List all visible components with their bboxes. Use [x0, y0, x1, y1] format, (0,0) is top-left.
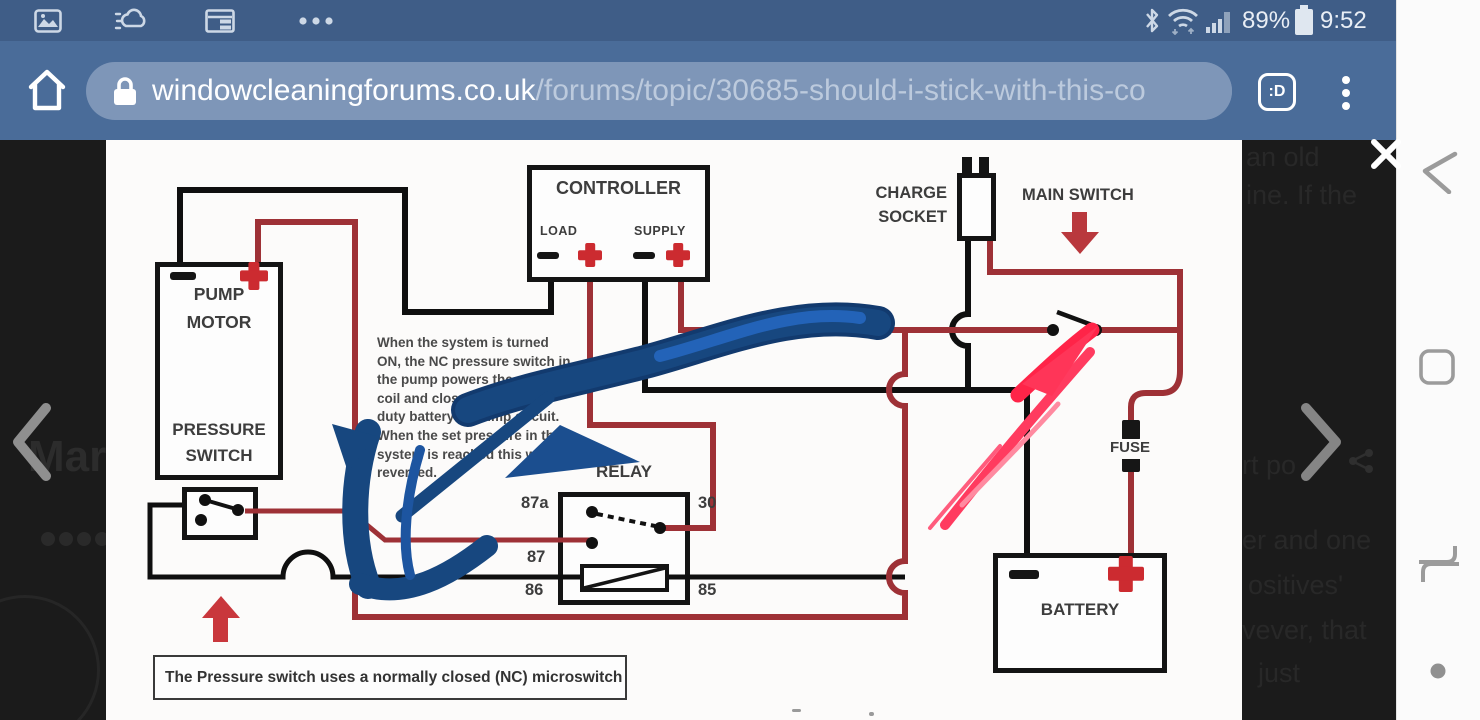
more-notifications-icon — [299, 17, 333, 25]
pressure-switch-label-1: PRESSURE — [172, 420, 266, 439]
home-icon[interactable] — [27, 68, 67, 112]
screenshot-icon — [34, 9, 62, 33]
url-fade — [1152, 62, 1232, 120]
pump-negative-terminal — [170, 272, 196, 280]
charge-socket-prong — [979, 157, 989, 175]
page-text-fragment: er and one — [1242, 525, 1372, 555]
page-text-fragment: an old — [1246, 142, 1320, 172]
load-positive-terminal — [578, 243, 602, 267]
page-text-fragment: just — [1258, 658, 1301, 688]
pressure-switch-box — [182, 487, 258, 540]
signal-icon — [1206, 12, 1230, 33]
diagram-note: When the system is turned ON, the NC pre… — [377, 335, 571, 481]
charge-socket-symbol — [957, 173, 996, 241]
pump-positive-terminal — [240, 262, 268, 290]
lock-icon — [114, 77, 136, 105]
url-path: /forums/topic/30685-should-i-stick-with-… — [535, 74, 1146, 107]
relay-pin-30: 30 — [698, 494, 717, 512]
page-text-fragment: ine. If the — [1246, 180, 1358, 210]
main-switch-arrow-head — [1061, 232, 1099, 254]
page-dots-decoration — [41, 532, 109, 546]
battery-percent: 89% — [1242, 7, 1291, 34]
relay-title: RELAY — [595, 462, 653, 481]
relay-pin-85: 85 — [698, 581, 717, 599]
controller-supply-label: SUPPLY — [634, 224, 686, 238]
page-text-fragment: vever, that — [1242, 615, 1367, 645]
weather-icon — [114, 8, 146, 30]
caption-box: The Pressure switch uses a normally clos… — [153, 655, 627, 700]
battery-icon — [1295, 5, 1313, 35]
url-text[interactable]: windowcleaningforums.co.uk/forums/topic/… — [152, 62, 1232, 120]
tab-count-icon[interactable]: :D — [1258, 73, 1296, 111]
nav-hide-dot-icon[interactable] — [1429, 662, 1447, 680]
share-icon — [1349, 449, 1373, 473]
supply-positive-terminal — [666, 243, 690, 267]
recents-icon[interactable] — [1417, 544, 1461, 584]
calendar-icon — [205, 9, 235, 33]
previous-chevron-icon[interactable] — [8, 402, 52, 482]
status-bar: 89% 9:52 am — [0, 0, 1396, 62]
battery-negative-terminal — [1009, 570, 1039, 579]
main-switch-label: MAIN SWITCH — [1022, 186, 1134, 204]
lightbox-overlay-left[interactable]: Mar — [0, 140, 109, 720]
image-artifact-dot — [792, 709, 801, 712]
charge-socket-label-2: SOCKET — [878, 208, 947, 226]
main-switch-arrow-icon — [1072, 212, 1087, 234]
page-text-fragment: ositives' — [1248, 570, 1344, 600]
pressure-switch-arrow-head — [202, 596, 240, 618]
caption-text: The Pressure switch uses a normally clos… — [165, 668, 623, 686]
avatar — [0, 595, 100, 720]
battery-positive-terminal — [1108, 556, 1144, 592]
controller-title: CONTROLLER — [556, 178, 681, 198]
pressure-switch-arrow-icon — [213, 614, 228, 642]
url-bar[interactable]: windowcleaningforums.co.uk/forums/topic/… — [86, 62, 1232, 120]
supply-negative-terminal — [633, 252, 655, 259]
relay-pin-87: 87 — [527, 548, 546, 566]
overflow-menu-icon[interactable] — [1341, 76, 1351, 110]
relay-pin-87a: 87a — [521, 494, 549, 512]
controller-load-label: LOAD — [540, 224, 578, 238]
bluetooth-icon — [1146, 8, 1159, 33]
home-nav-icon[interactable] — [1419, 349, 1455, 385]
back-icon[interactable] — [1413, 146, 1461, 194]
url-domain: windowcleaningforums.co.uk — [152, 74, 536, 107]
pressure-switch-label-2: SWITCH — [185, 446, 253, 465]
battery-label: BATTERY — [1040, 600, 1120, 619]
android-nav-bar — [1396, 0, 1480, 720]
page-text-fragment: rt po — [1242, 450, 1297, 480]
relay-box — [558, 492, 690, 605]
load-negative-terminal — [537, 252, 559, 259]
next-chevron-icon[interactable] — [1298, 402, 1346, 482]
relay-pin-86: 86 — [525, 581, 544, 599]
browser-address-bar: windowcleaningforums.co.uk/forums/topic/… — [0, 41, 1396, 140]
wifi-icon — [1168, 8, 1198, 35]
charge-socket-label-1: CHARGE — [875, 184, 947, 202]
fuse-label: FUSE — [1106, 439, 1154, 459]
image-artifact-dot — [869, 712, 874, 716]
charge-socket-prong — [962, 157, 972, 175]
close-icon[interactable] — [1370, 138, 1402, 170]
pump-motor-label-2: MOTOR — [186, 312, 252, 332]
